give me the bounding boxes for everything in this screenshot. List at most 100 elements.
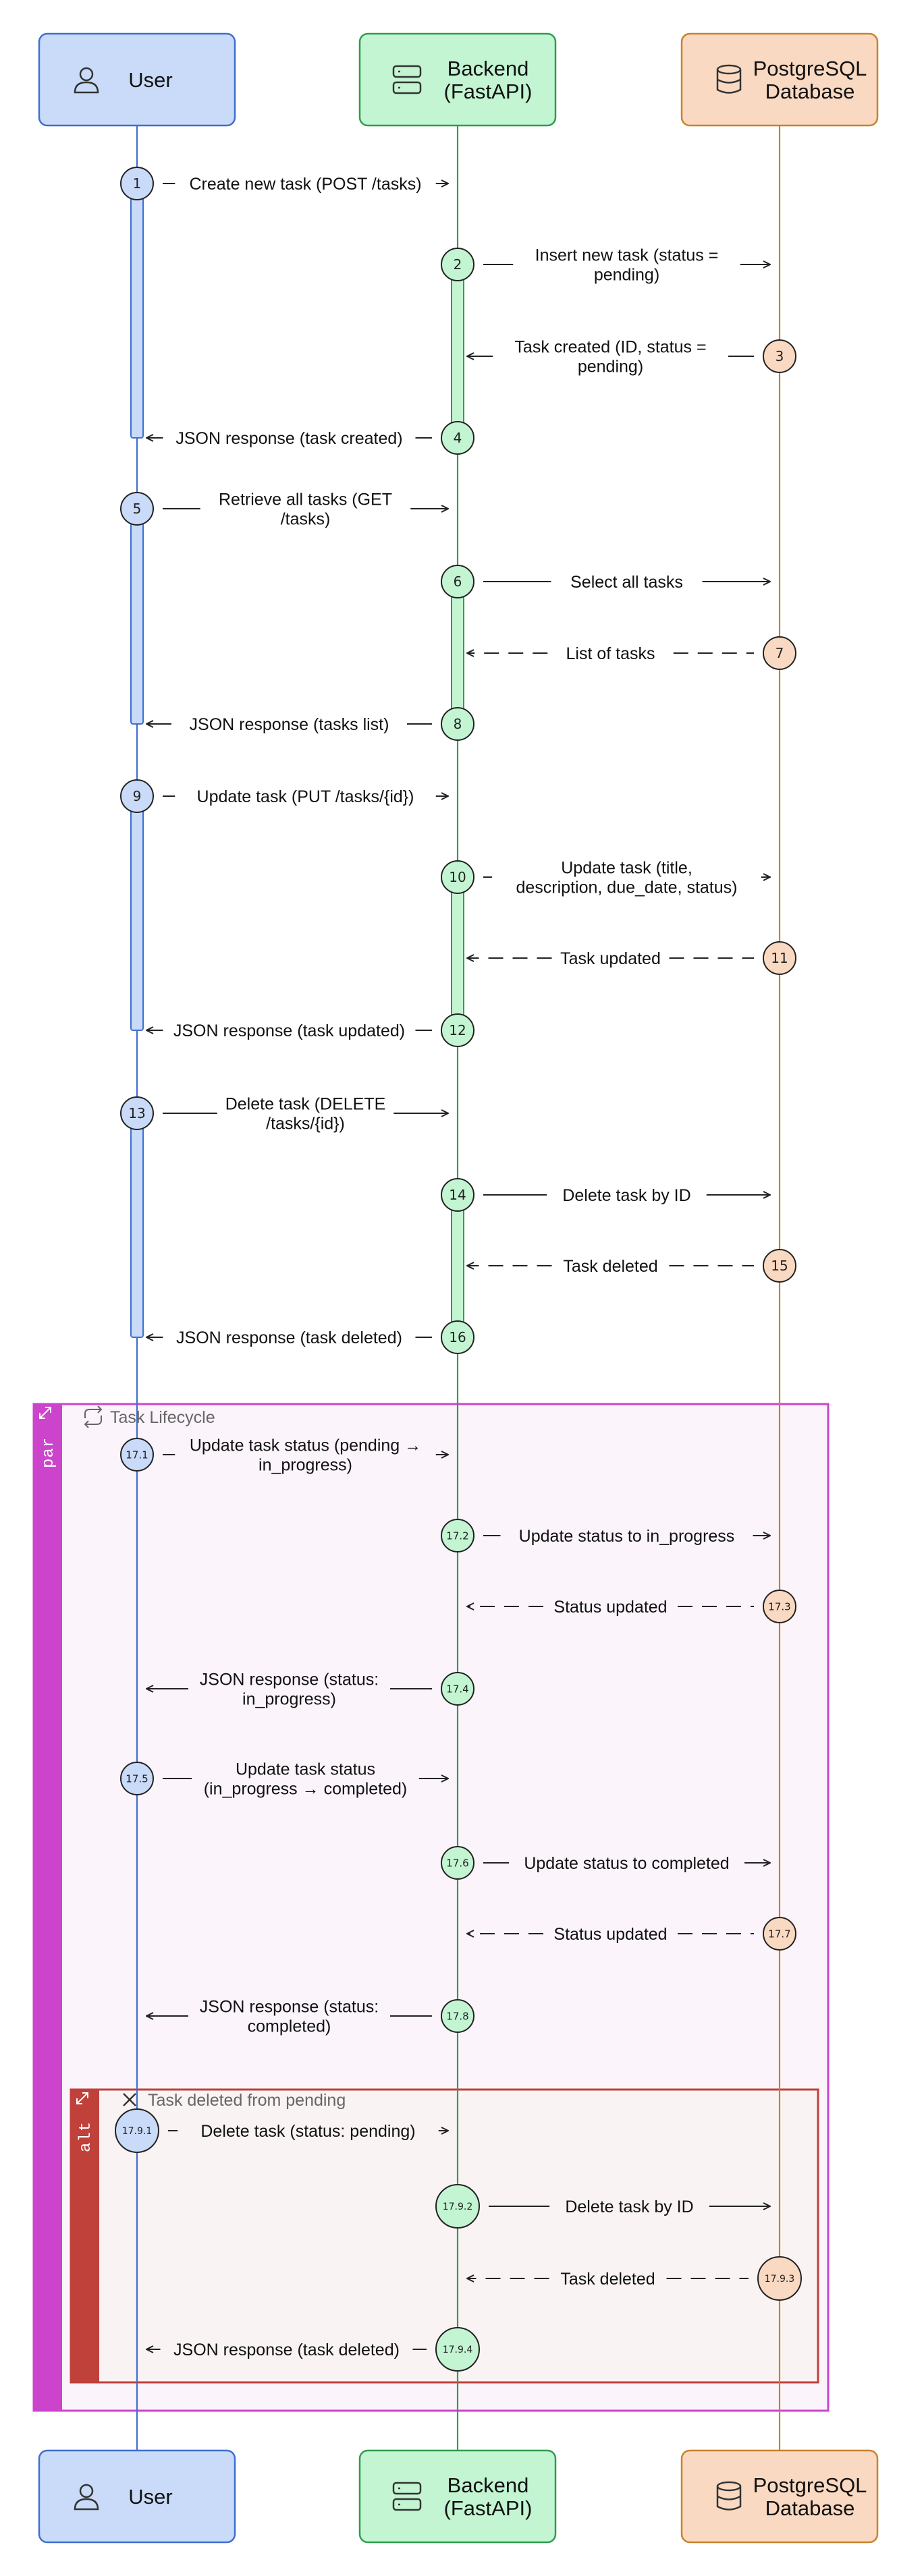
message-label: Select all tasks — [570, 573, 683, 592]
alt-frame — [70, 2088, 819, 2384]
step-number: 17.2 — [446, 1530, 468, 1542]
participant-name: User — [128, 2485, 172, 2509]
activation-bar — [130, 795, 144, 1031]
expand-icon — [76, 2092, 88, 2104]
participant-user-footer[interactable]: User — [38, 2449, 236, 2544]
message-14: Delete task by ID 14 — [441, 1178, 770, 1212]
message-10: Update task (title,description, due_date… — [441, 859, 770, 897]
step-badge: 7 — [763, 636, 796, 670]
step-number: 14 — [449, 1187, 466, 1203]
server-icon — [392, 2482, 422, 2511]
message-label: JSON response (task updated) — [173, 1021, 405, 1040]
step-number: 17.9.3 — [765, 2274, 795, 2285]
close-icon — [123, 2093, 136, 2106]
message-label: Task updated — [560, 949, 661, 968]
expand-icon — [39, 1407, 51, 1419]
step-number: 17.1 — [126, 1449, 148, 1461]
step-badge: 5 — [120, 492, 154, 526]
step-badge: 16 — [441, 1320, 474, 1354]
message-label: Insert new task (status =pending) — [535, 246, 719, 285]
step-badge: 11 — [763, 941, 796, 975]
message-label: JSON response (task deleted) — [173, 2341, 400, 2359]
message-label: Status updated — [553, 1598, 667, 1617]
message-label: Update status to in_progress — [519, 1527, 735, 1546]
message-label: JSON response (tasks list) — [190, 715, 389, 734]
participants-layer: UserUserBackend(FastAPI)Backend(FastAPI)… — [38, 32, 879, 2544]
par-operator-bar — [34, 1404, 62, 2411]
step-badge: 12 — [441, 1013, 474, 1047]
message-label: Create new task (POST /tasks) — [189, 175, 421, 194]
message-17-9-4: JSON response (task deleted)17.9.4 — [146, 2327, 480, 2372]
step-number: 12 — [449, 1022, 466, 1038]
message-label: JSON response (task deleted) — [176, 1328, 402, 1347]
message-4: JSON response (task created)4 — [146, 421, 474, 455]
message-13: Delete task (DELETE/tasks/{id}) 13 — [120, 1095, 448, 1133]
message-label: JSON response (status:in_progress) — [200, 1671, 379, 1709]
step-badge: 17.1 — [120, 1438, 154, 1472]
step-number: 17.9.1 — [122, 2126, 153, 2137]
step-number: 10 — [449, 869, 466, 885]
participant-backend-header[interactable]: Backend(FastAPI) — [358, 32, 557, 127]
activation-bar — [451, 581, 464, 725]
message-label: Delete task (status: pending) — [200, 2122, 415, 2141]
step-number: 16 — [449, 1329, 466, 1345]
message-17-3: Status updated 17.3 — [467, 1590, 796, 1623]
message-1: Create new task (POST /tasks) 1 — [120, 167, 448, 200]
database-icon — [716, 2481, 742, 2511]
message-3: Task created (ID, status =pending)3 — [467, 338, 796, 376]
step-badge: 13 — [120, 1096, 154, 1130]
participant-backend-footer[interactable]: Backend(FastAPI) — [358, 2449, 557, 2544]
step-number: 15 — [771, 1258, 788, 1274]
message-17-1: Update task status (pending →in_progress… — [120, 1436, 448, 1475]
step-number: 17.6 — [446, 1857, 468, 1869]
step-number: 9 — [133, 788, 142, 804]
step-number: 3 — [776, 348, 784, 364]
message-17-9-1: Delete task (status: pending) 17.9.1 — [115, 2108, 448, 2153]
step-badge: 17.9.2 — [435, 2184, 480, 2229]
message-2: Insert new task (status =pending) 2 — [441, 246, 770, 285]
step-badge: 17.9.1 — [115, 2108, 159, 2153]
par-fragment-label: Task Lifecycle — [110, 1408, 215, 1427]
participant-user-header[interactable]: User — [38, 32, 236, 127]
step-badge: 15 — [763, 1249, 796, 1283]
activation-bar — [451, 264, 464, 439]
message-label: Update task status(in_progress → complet… — [204, 1760, 408, 1799]
step-number: 17.5 — [126, 1772, 148, 1785]
step-badge: 8 — [441, 707, 474, 741]
step-badge: 17.5 — [120, 1762, 154, 1795]
message-label: Delete task (DELETE/tasks/{id}) — [225, 1095, 386, 1133]
step-badge: 1 — [120, 167, 154, 200]
step-badge: 17.3 — [763, 1590, 796, 1623]
message-12: JSON response (task updated) 12 — [146, 1013, 474, 1047]
activation-bar — [451, 1194, 464, 1338]
step-number: 7 — [776, 645, 784, 661]
message-label: Update status to completed — [524, 1854, 729, 1873]
message-label: Retrieve all tasks (GET/tasks) — [219, 491, 392, 529]
message-label: Update task status (pending →in_progress… — [190, 1436, 421, 1475]
step-badge: 2 — [441, 248, 474, 281]
step-number: 8 — [454, 716, 462, 732]
message-17-8: JSON response (status:completed)17.8 — [146, 1998, 474, 2036]
alt-operator-bar — [71, 2090, 99, 2382]
message-label: JSON response (status:completed) — [200, 1998, 379, 2036]
par-operator-label: par — [40, 1437, 58, 1468]
message-17-5: Update task status(in_progress → complet… — [120, 1760, 448, 1799]
alt-fragment: alt Task deleted from pending — [70, 2088, 819, 2384]
message-label: Delete task by ID — [562, 1186, 690, 1205]
fragments-layer: par Task Lifecycle alt Task deleted from… — [32, 1403, 830, 2412]
step-badge: 4 — [441, 421, 474, 455]
step-number: 2 — [454, 256, 462, 273]
step-badge: 17.7 — [763, 1917, 796, 1951]
step-number: 17.9.2 — [443, 2202, 473, 2212]
message-11: Task updated 11 — [467, 941, 796, 975]
